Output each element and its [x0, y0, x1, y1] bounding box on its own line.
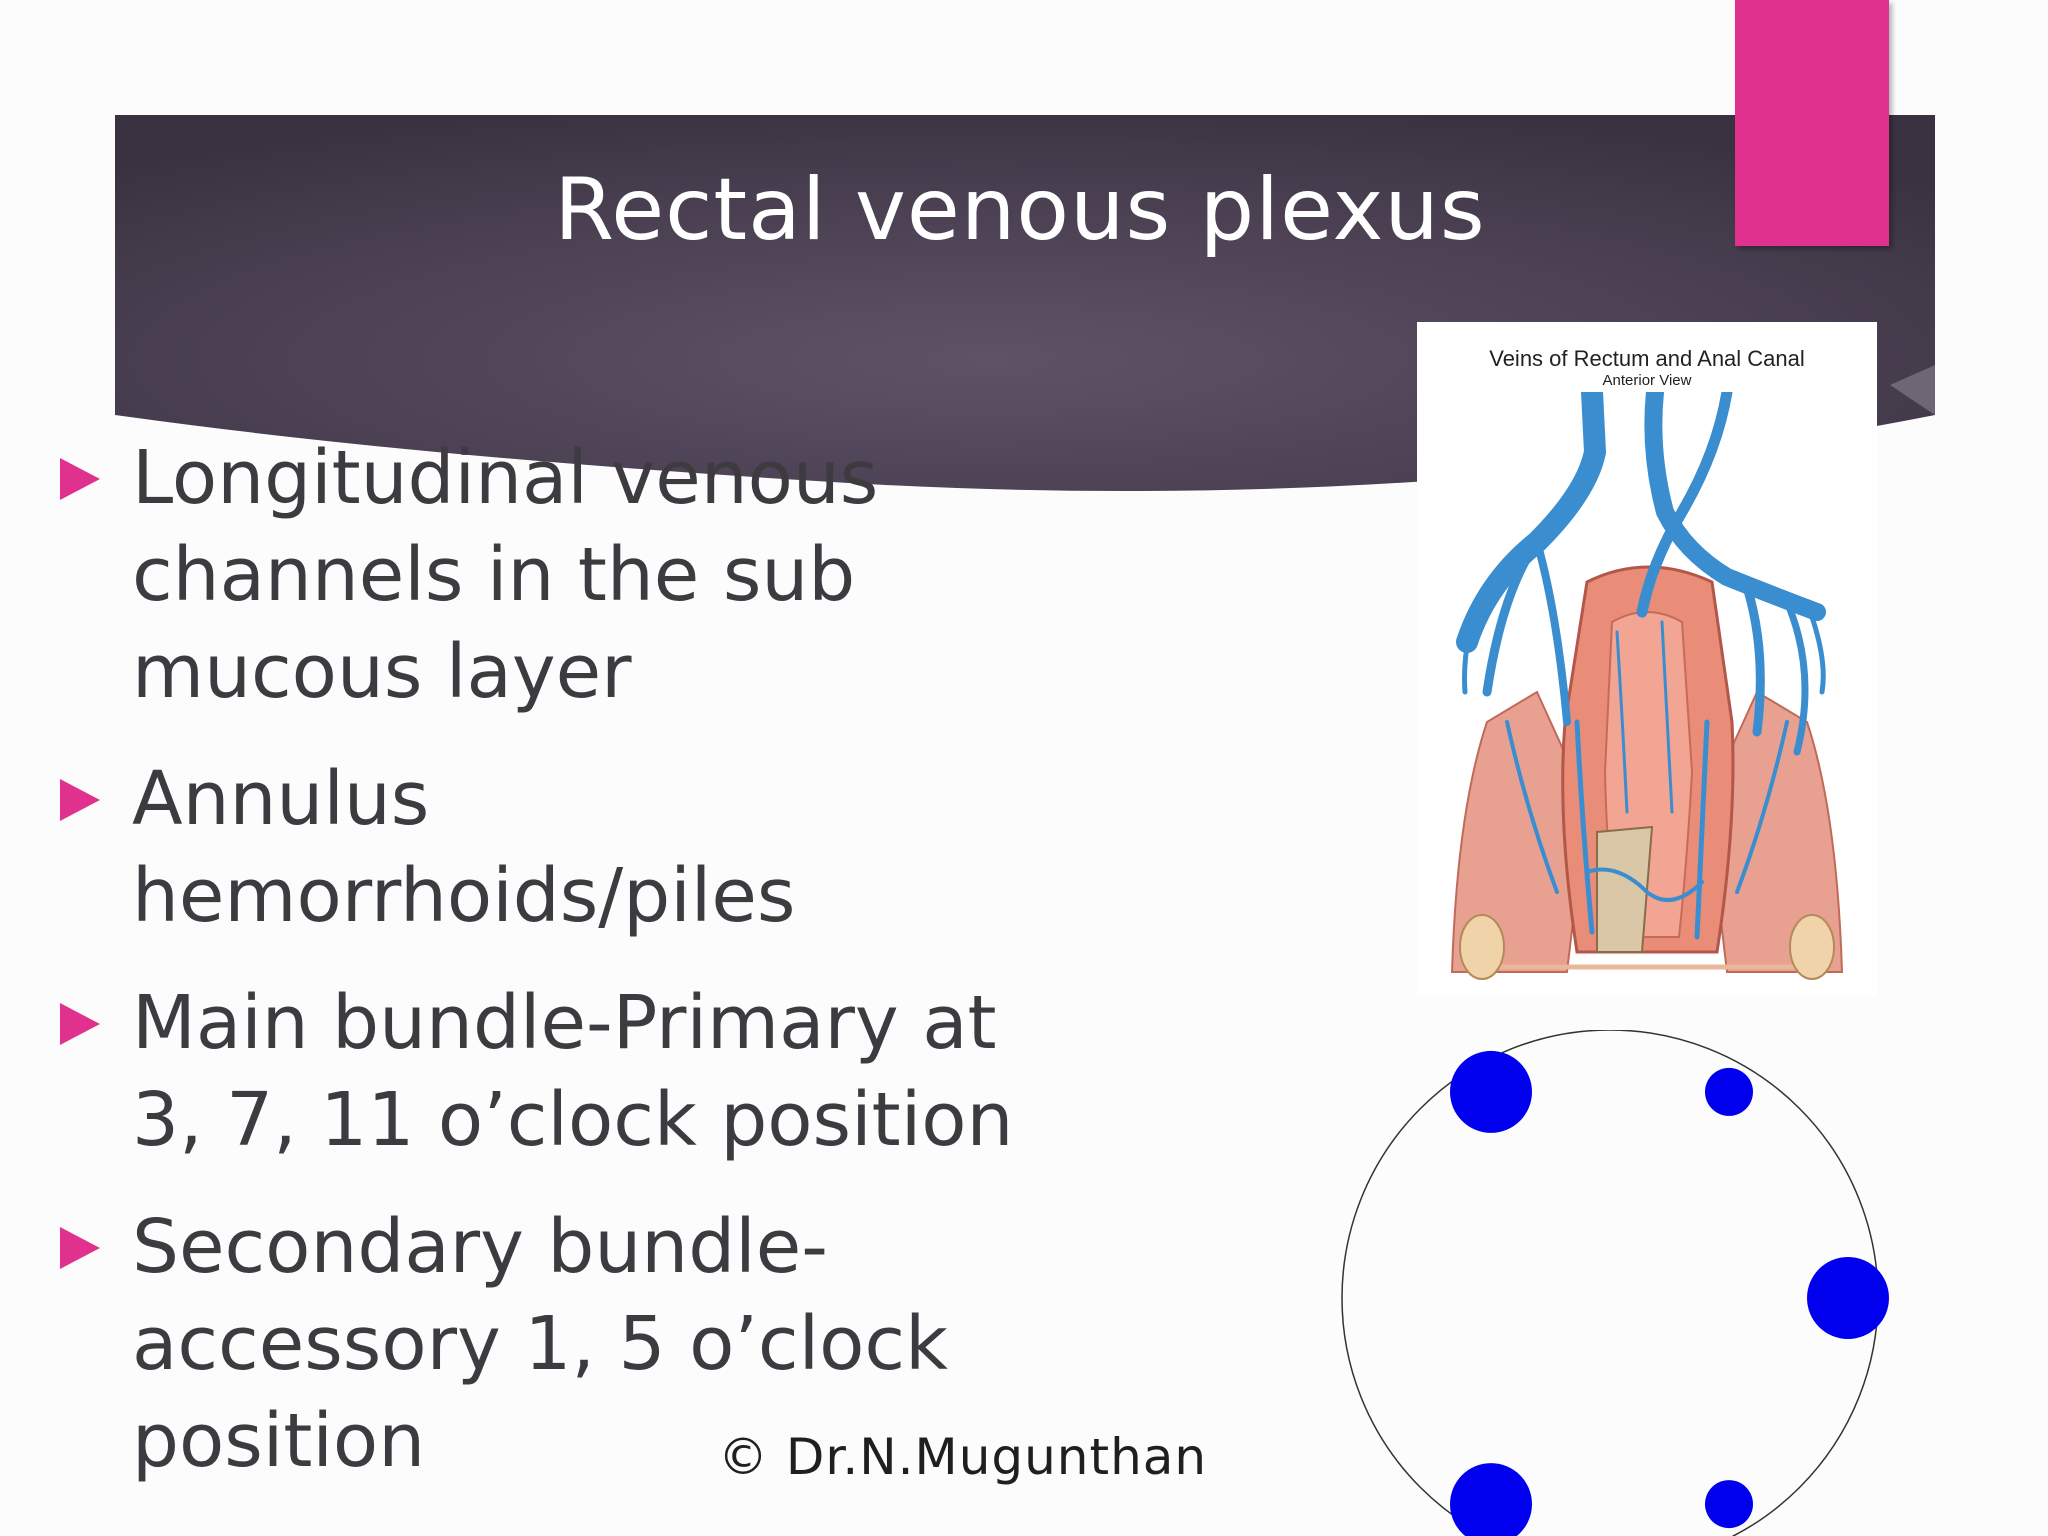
bundle-dot-5-oclock	[1705, 1480, 1753, 1529]
anal-canal-clock-diagram	[1341, 1030, 1889, 1536]
bullet-list: Longitudinal venous channels in the sub …	[60, 430, 1040, 1520]
bullet-arrow-icon	[60, 1227, 100, 1269]
anatomy-figure: Veins of Rectum and Anal Canal Anterior …	[1417, 322, 1877, 997]
bullet-item: Longitudinal venous channels in the sub …	[60, 430, 1040, 721]
figure-title: Veins of Rectum and Anal Canal	[1489, 346, 1805, 371]
accent-tab	[1735, 0, 1889, 246]
bullet-item: Secondary bundle- accessory 1, 5 o’clock…	[60, 1199, 1040, 1490]
bullet-item: Main bundle-Primary at 3, 7, 11 o’clock …	[60, 975, 1040, 1169]
bundle-dot-11-oclock	[1450, 1050, 1532, 1133]
bullet-text: Annulus hemorrhoids/piles	[132, 756, 796, 939]
bundle-dot-3-oclock	[1807, 1257, 1889, 1339]
bullet-text: Longitudinal venous channels in the sub …	[132, 435, 879, 715]
anal-canal-outline	[1341, 1030, 1879, 1536]
bullet-text: Secondary bundle- accessory 1, 5 o’clock…	[132, 1204, 948, 1484]
bullet-arrow-icon	[60, 779, 100, 821]
bullet-arrow-icon	[60, 458, 100, 500]
bundle-dot-7-oclock	[1450, 1463, 1532, 1536]
bundle-dot-1-oclock	[1705, 1067, 1753, 1116]
bullet-item: Annulus hemorrhoids/piles	[60, 751, 1040, 945]
copyright-notice: © Dr.N.Mugunthan	[718, 1428, 1208, 1486]
bullet-arrow-icon	[60, 1003, 100, 1045]
slide-title: Rectal venous plexus	[554, 160, 1486, 260]
rectum-anatomy-illustration	[1450, 392, 1844, 980]
figure-subtitle: Anterior View	[1602, 372, 1692, 389]
bullet-text: Main bundle-Primary at 3, 7, 11 o’clock …	[132, 980, 1014, 1163]
